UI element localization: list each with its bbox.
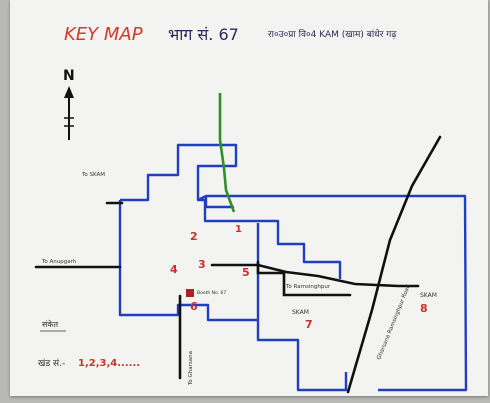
part-number-label: भाग सं. 67 bbox=[168, 25, 239, 44]
gharsana-road-label: Gharsana Ramsinghpur Road bbox=[376, 284, 412, 361]
section-6: 6 bbox=[190, 300, 198, 313]
section-4: 4 bbox=[170, 263, 178, 276]
school-marker-icon bbox=[186, 289, 194, 297]
section-3: 3 bbox=[198, 258, 206, 271]
green-road bbox=[218, 93, 236, 213]
legend-title: संकेत bbox=[42, 319, 59, 329]
north-label: N bbox=[63, 68, 75, 84]
legend-khand-values: 1,2,3,4...... bbox=[78, 358, 140, 369]
school-label: Booth No. 67 bbox=[197, 290, 226, 296]
north-arrow-icon: N bbox=[63, 68, 75, 140]
section-2: 2 bbox=[190, 230, 198, 243]
to-anupgarh-label: To Anupgarh bbox=[41, 259, 77, 265]
section-1: 1 bbox=[235, 224, 242, 235]
to-skam-top-label: To SKAM bbox=[81, 172, 105, 178]
black-road-network bbox=[34, 135, 442, 394]
skam-right-label: SKAM bbox=[420, 292, 437, 299]
legend-khand-prefix: खंड सं.- bbox=[38, 358, 65, 369]
to-gharsana-label: To Gharsana bbox=[188, 351, 194, 386]
section-7: 7 bbox=[305, 318, 313, 331]
to-ramsinghpur-label: To Ramsinghpur bbox=[285, 284, 331, 290]
section-8: 8 bbox=[420, 302, 428, 315]
key-map-title: KEY MAP bbox=[64, 24, 143, 45]
school-name-label: रा०उ०प्रा वि०4 KAM (खाम) बांधेर गढ़ bbox=[268, 28, 397, 40]
section-5: 5 bbox=[242, 266, 250, 279]
skam-mid-label: SKAM bbox=[292, 309, 309, 316]
